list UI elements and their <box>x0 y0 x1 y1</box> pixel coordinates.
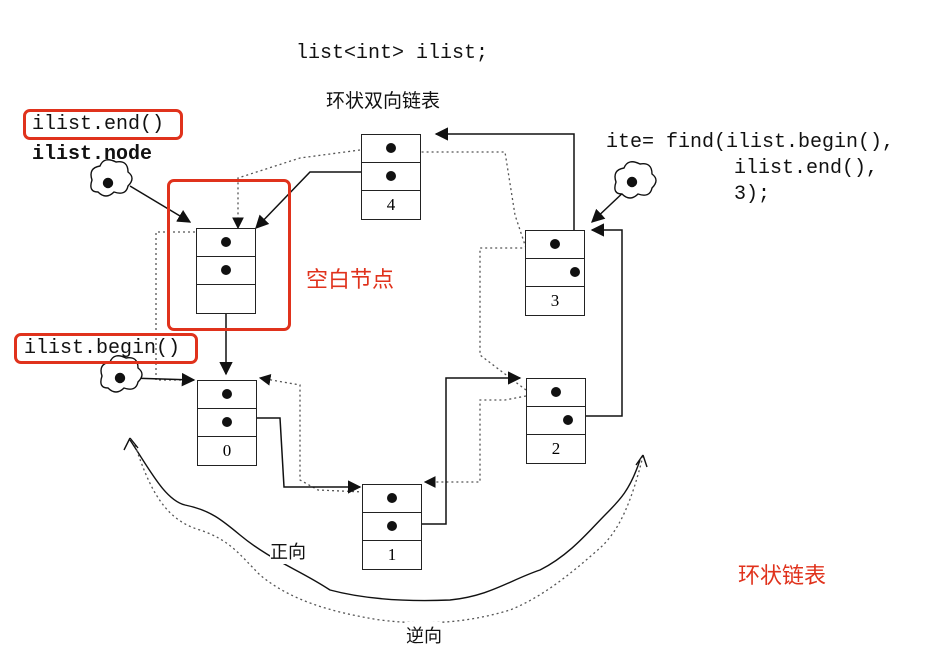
forward-direction-curve <box>129 439 641 602</box>
node-1-value: 1 <box>387 545 397 564</box>
find-code-line-2: ilist.end(), <box>734 157 879 180</box>
end-node-label: ilist.node <box>32 143 153 166</box>
prev-link-2-to-3 <box>479 247 527 391</box>
ring-list-label: 环状链表 <box>738 564 827 589</box>
prev-pointer-dot <box>221 237 231 247</box>
next-pointer-dot <box>387 521 397 531</box>
prev-pointer-dot <box>386 143 396 153</box>
next-pointer-dot <box>221 265 231 275</box>
prev-link-1-to-0 <box>258 374 365 493</box>
end-pointer <box>129 185 192 223</box>
prev-pointer-dot <box>387 493 397 503</box>
diagram-title: 环状双向链表 <box>326 90 441 112</box>
prev-links <box>155 149 527 493</box>
node-empty-value <box>197 285 255 312</box>
next-link-3-to-4 <box>434 127 575 268</box>
prev-link-2-to-1 <box>423 395 527 488</box>
begin-call-label: ilist.begin() <box>24 337 181 360</box>
next-pointer-dot <box>386 171 396 181</box>
backward-label: 逆向 <box>406 622 442 648</box>
begin-iterator-cloud <box>100 355 143 393</box>
begin-call-highlight <box>14 333 198 364</box>
node-1: 1 <box>362 484 422 570</box>
end-iterator-cloud <box>90 159 133 197</box>
node-2-value: 2 <box>551 439 561 458</box>
next-pointer-dot <box>222 417 232 427</box>
next-pointer-dot <box>563 415 573 425</box>
empty-node-highlight <box>167 179 291 331</box>
prev-link-4-to-empty <box>232 149 361 230</box>
find-code-line-3: 3); <box>734 183 771 206</box>
node-0-value: 0 <box>222 441 232 460</box>
forward-label: 正向 <box>270 538 306 564</box>
prev-link-3-to-4 <box>418 151 527 249</box>
list-declaration: list<int> ilist; <box>296 42 489 65</box>
prev-pointer-dot <box>222 389 232 399</box>
prev-pointer-dot <box>550 239 560 249</box>
empty-node-label: 空白节点 <box>306 268 395 293</box>
find-code-line-1: ite= find(ilist.begin(), <box>606 131 895 154</box>
node-0: 0 <box>197 380 257 466</box>
node-3-value: 3 <box>550 291 560 310</box>
next-pointer-dot <box>570 267 580 277</box>
end-call-highlight <box>23 109 183 140</box>
prev-pointer-dot <box>551 387 561 397</box>
node-2: 2 <box>526 378 586 464</box>
node-4: 4 <box>361 134 421 220</box>
node-empty <box>196 228 256 314</box>
backward-arrowhead <box>635 454 648 468</box>
end-call-label: ilist.end() <box>32 113 165 136</box>
next-link-2-to-3 <box>566 223 623 417</box>
ite-iterator-cloud <box>614 161 657 199</box>
backward-direction-curve <box>134 444 644 624</box>
forward-arrowhead <box>123 437 139 451</box>
node-4-value: 4 <box>386 195 396 214</box>
node-3: 3 <box>525 230 585 316</box>
iterator-clouds <box>90 159 657 393</box>
